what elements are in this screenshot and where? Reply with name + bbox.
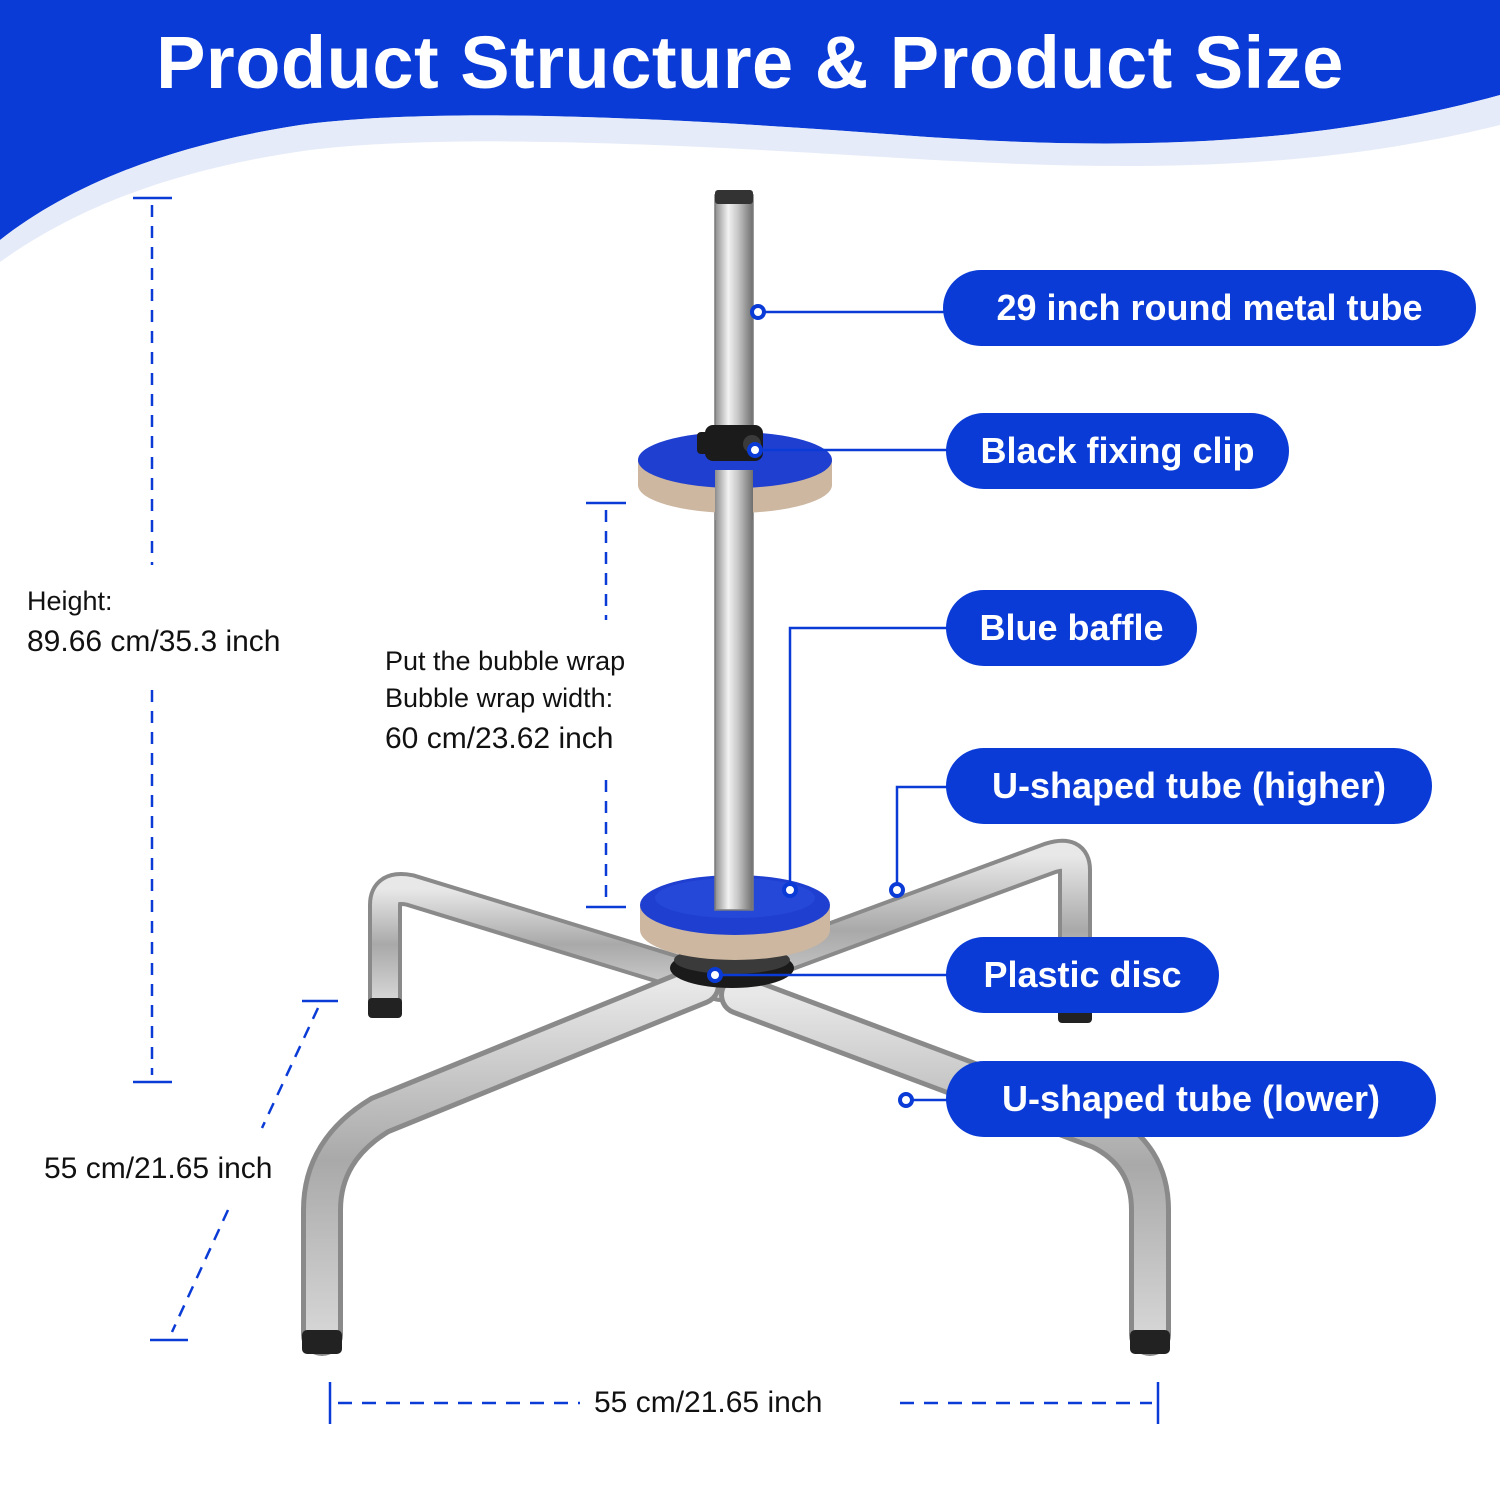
label-plastic-disc: Plastic disc — [946, 937, 1219, 1013]
depth-value: 55 cm/21.65 inch — [44, 1152, 273, 1185]
width-dimension — [328, 1382, 1160, 1424]
height-dimension — [133, 196, 172, 1084]
bubble-wrap-width-value: 60 cm/23.62 inch — [385, 722, 614, 755]
upper-u-tube — [368, 838, 1092, 1022]
metal-tube-shape — [714, 194, 754, 911]
height-value: 89.66 cm/35.3 inch — [27, 625, 281, 658]
label-u-tube-lower: U-shaped tube (lower) — [946, 1061, 1436, 1137]
bubble-wrap-width-label: Bubble wrap width: — [385, 683, 614, 713]
header-wave — [0, 0, 1500, 240]
label-metal-tube: 29 inch round metal tube — [943, 270, 1476, 346]
callout-leaders — [715, 310, 950, 1102]
foot-caps-front — [302, 1330, 1170, 1354]
label-blue-baffle: Blue baffle — [946, 590, 1197, 666]
label-fixing-clip: Black fixing clip — [946, 413, 1289, 489]
label-u-tube-higher: U-shaped tube (higher) — [946, 748, 1432, 824]
depth-dimension — [150, 999, 338, 1342]
bubble-wrap-note: Put the bubble wrap — [385, 646, 626, 676]
width-value: 55 cm/21.65 inch — [594, 1386, 823, 1419]
callout-dots — [707, 304, 914, 1108]
lower-u-tube — [301, 964, 1171, 1356]
header-wave-light — [0, 95, 1500, 262]
height-label: Height: — [27, 586, 113, 616]
bubble-wrap-dimension — [586, 501, 626, 909]
page-title: Product Structure & Product Size — [156, 21, 1344, 104]
